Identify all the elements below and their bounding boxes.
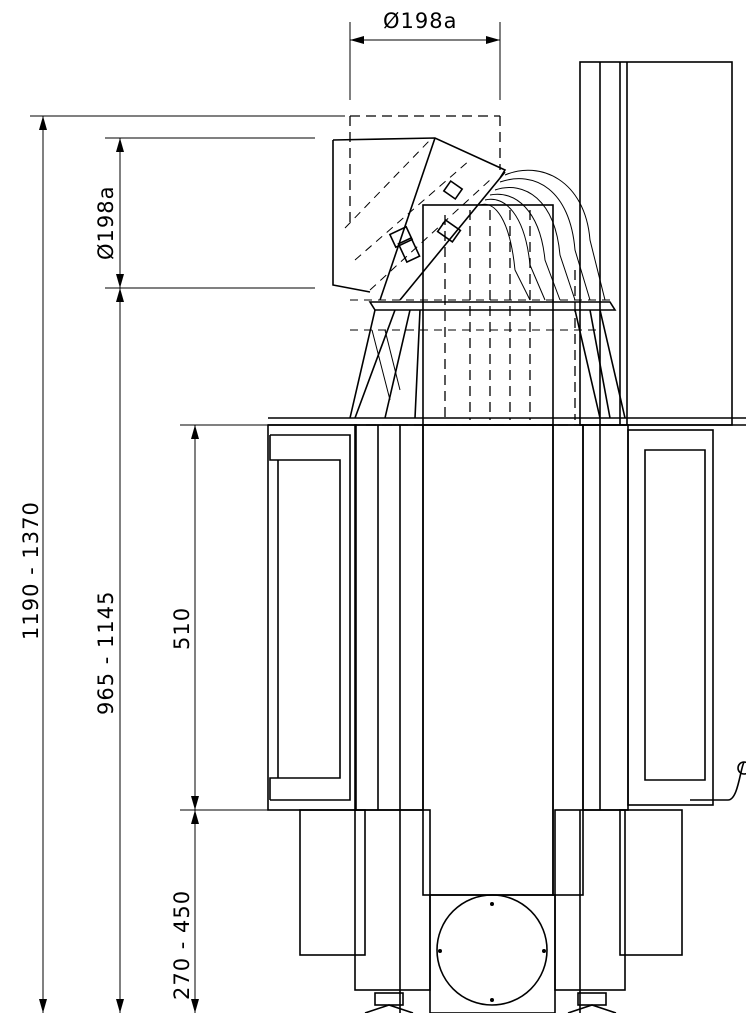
flue-connection xyxy=(332,115,626,426)
firebox-top-plate xyxy=(268,417,746,426)
back-wall-panel xyxy=(579,61,733,426)
fireplace-base xyxy=(299,809,683,1013)
base-height-label: 270 - 450 xyxy=(170,890,194,1000)
right-door xyxy=(627,429,746,806)
side-diameter-label: Ø198a xyxy=(94,186,118,260)
connection-height-label: 965 - 1145 xyxy=(94,591,118,715)
door-height-label: 510 xyxy=(170,607,194,650)
overall-height-label: 1190 - 1370 xyxy=(19,501,43,640)
left-door xyxy=(267,424,357,811)
top-diameter-label: Ø198a xyxy=(383,9,457,33)
central-column xyxy=(354,424,629,1013)
